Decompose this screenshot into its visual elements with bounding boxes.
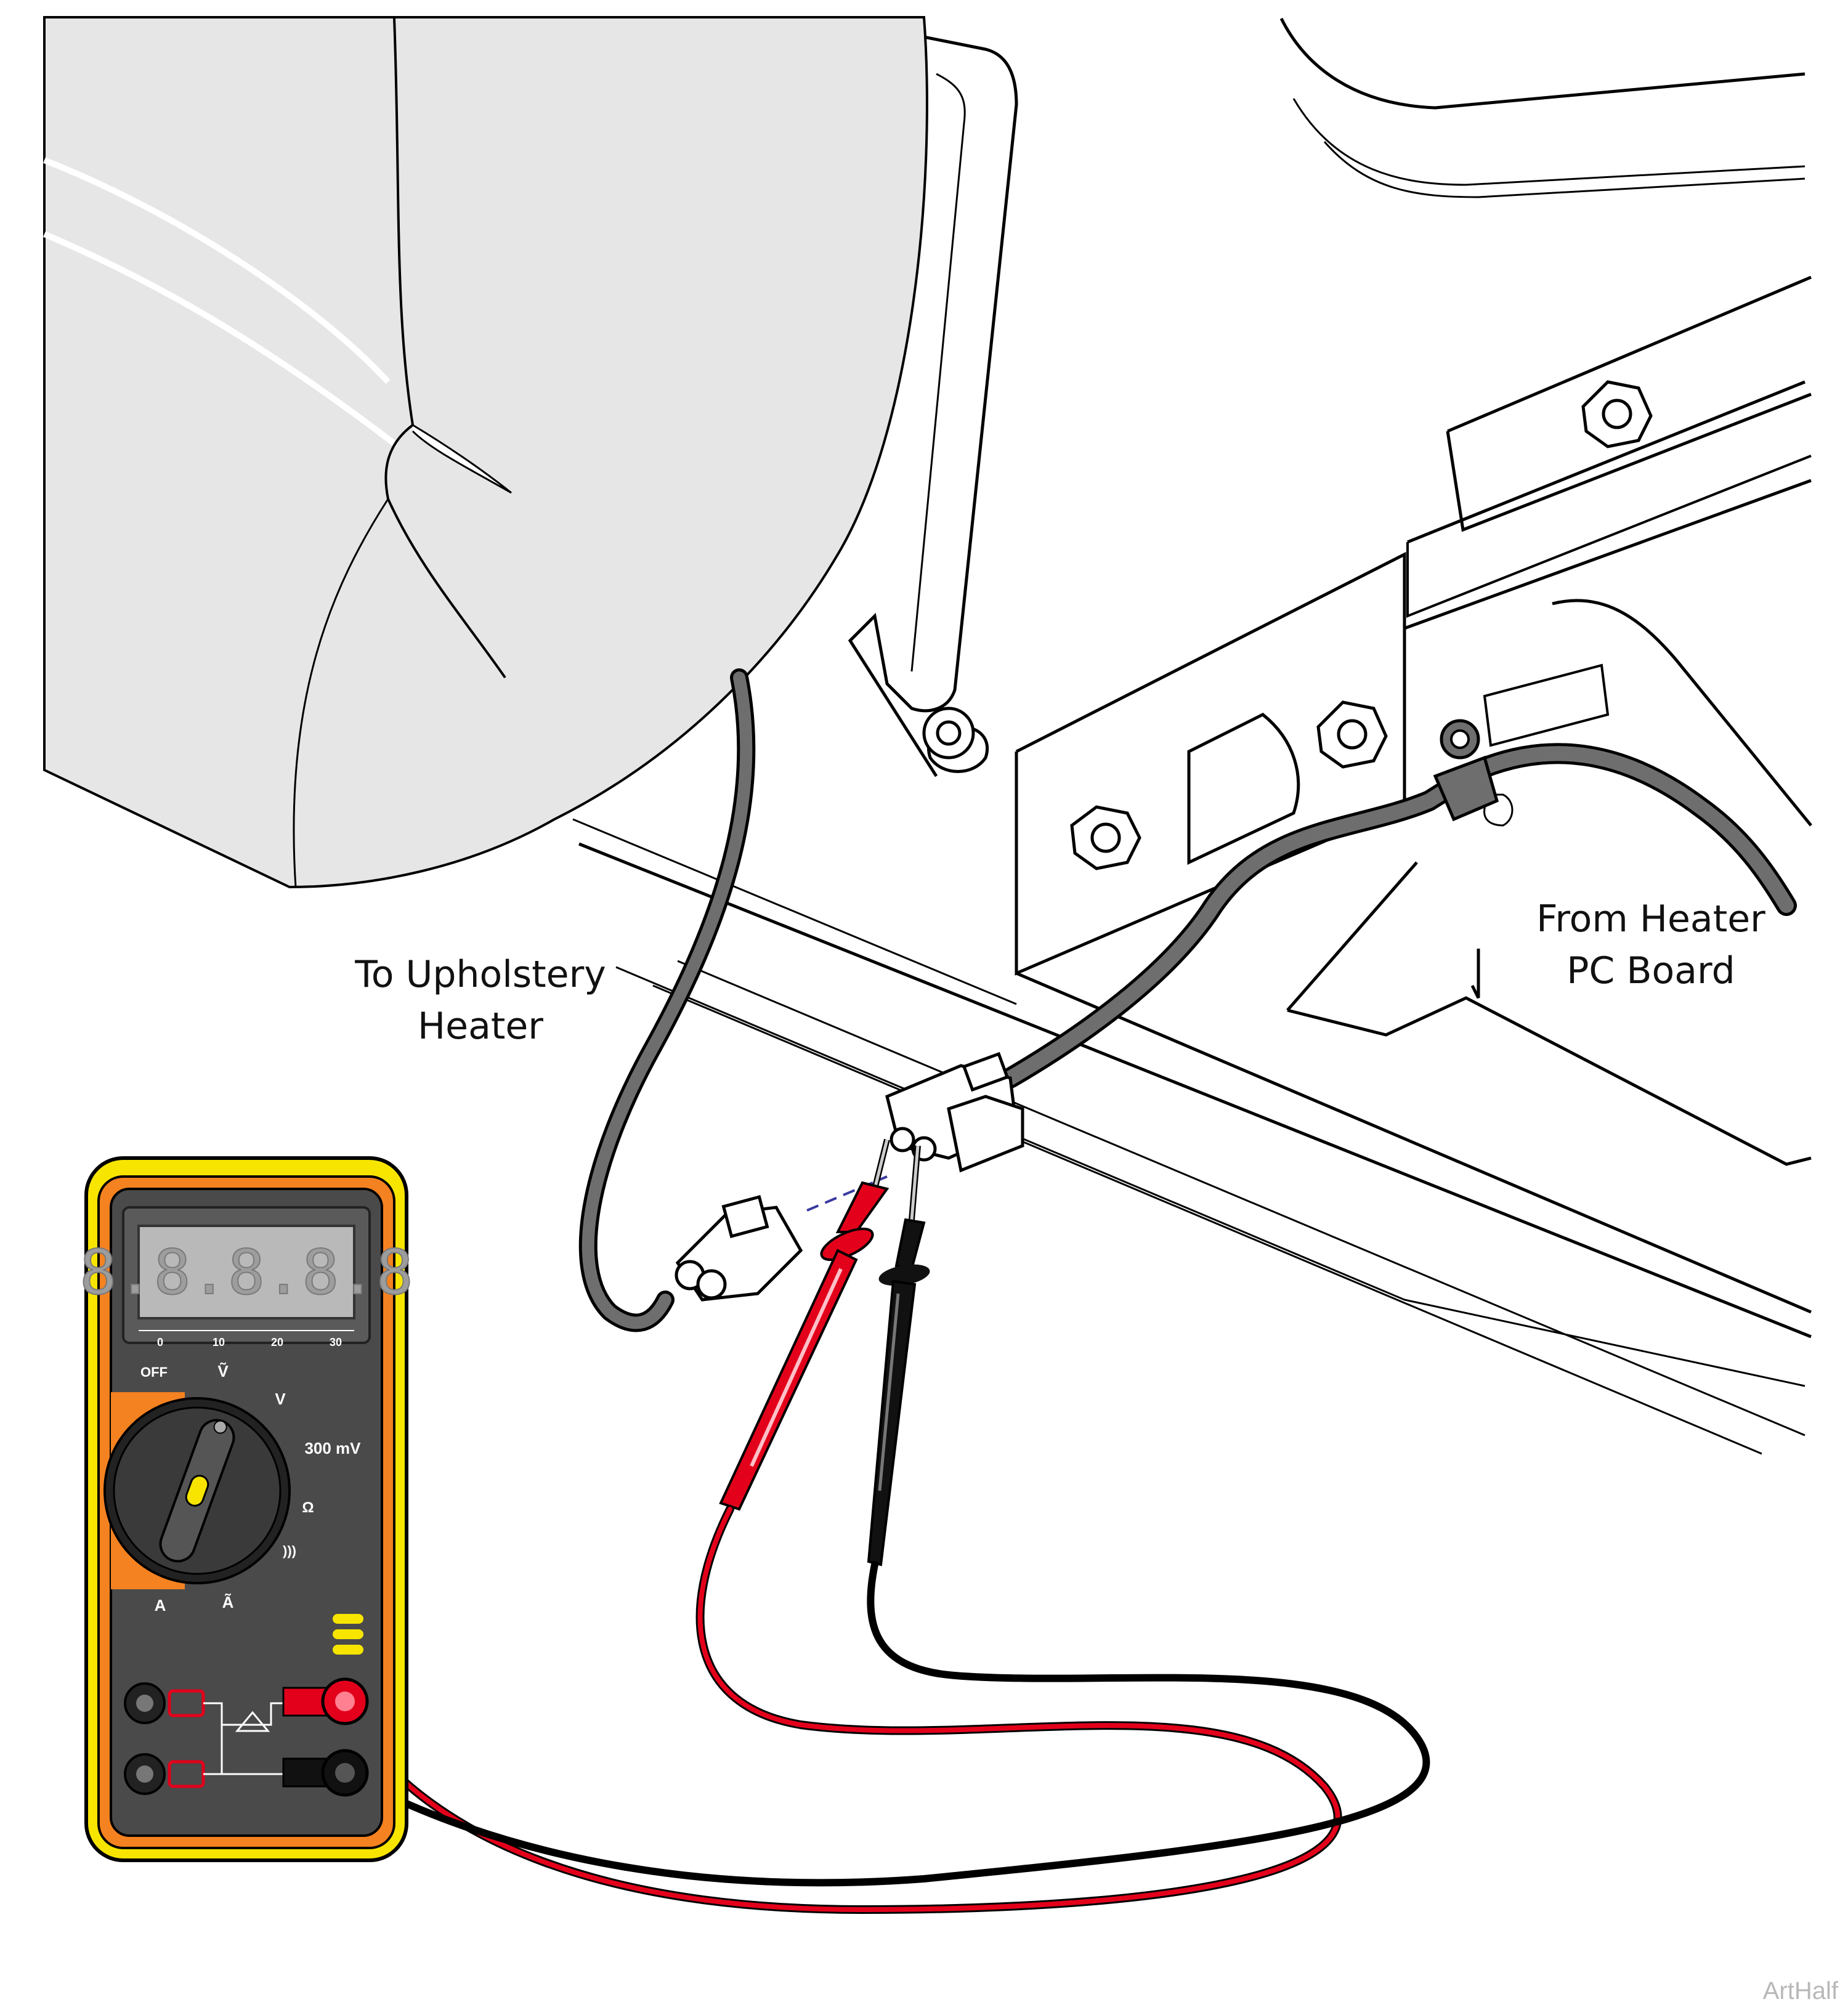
pc-board-connector (885, 1052, 1024, 1173)
dial-label-mv: 300 mV (304, 1439, 361, 1457)
multimeter-scale: 0 10 20 30 (139, 1330, 354, 1348)
red-test-probe (719, 1138, 890, 1511)
upholstery-heater-cable (578, 668, 756, 1332)
scale-tick-0: 0 (157, 1336, 163, 1348)
dial-label-ohm: Ω (302, 1499, 314, 1516)
scale-tick-20: 20 (271, 1336, 283, 1348)
multimeter-display: 8.8.8.8.8 (79, 1236, 413, 1308)
pc-board-cable (1000, 719, 1797, 1088)
dial-label-adc: A (155, 1596, 166, 1615)
indicator-leds (333, 1614, 363, 1655)
dial-label-vdc: V (275, 1390, 286, 1408)
red-lead-plug (321, 1677, 369, 1725)
watermark: ArtHalf (1762, 1977, 1838, 2004)
dial-label-vac: Ṽ (217, 1362, 229, 1380)
input-jack[interactable] (124, 1682, 166, 1724)
black-test-lead (366, 1561, 1430, 1887)
black-test-probe (867, 1145, 930, 1566)
scale-tick-10: 10 (213, 1336, 225, 1348)
hex-nut (1070, 805, 1141, 870)
callout-upholstery-heater: To Upholstery Heater (345, 949, 616, 1052)
upholstery-cushion (43, 16, 928, 889)
dial-label-aac: Ã (222, 1593, 234, 1611)
input-jack[interactable] (124, 1753, 166, 1795)
callout-line: From Heater (1536, 898, 1765, 941)
multimeter: 8.8.8.8.8 0 10 20 30 OFF Ṽ V 300 mV Ω ))… (79, 1156, 414, 1862)
black-lead-plug (321, 1749, 369, 1797)
jack-diagram (168, 1689, 283, 1788)
callout-line: Heater (418, 1005, 543, 1048)
callout-line: To Upholstery (355, 953, 606, 996)
rotary-selector-knob[interactable] (156, 1416, 239, 1566)
hex-nut (1581, 380, 1653, 448)
dial-label-off: OFF (140, 1364, 168, 1380)
scale-tick-30: 30 (330, 1336, 342, 1348)
callout-line: PC Board (1566, 949, 1735, 992)
chassis-frame (572, 17, 1812, 1455)
dial-label-sound: ))) (283, 1543, 296, 1558)
pivot-bolt (922, 707, 975, 760)
hex-nut (1316, 700, 1388, 769)
callout-heater-pc-board: From Heater PC Board (1522, 893, 1780, 997)
upholstery-connector (675, 1195, 803, 1302)
connection-dash-line (806, 1175, 888, 1212)
